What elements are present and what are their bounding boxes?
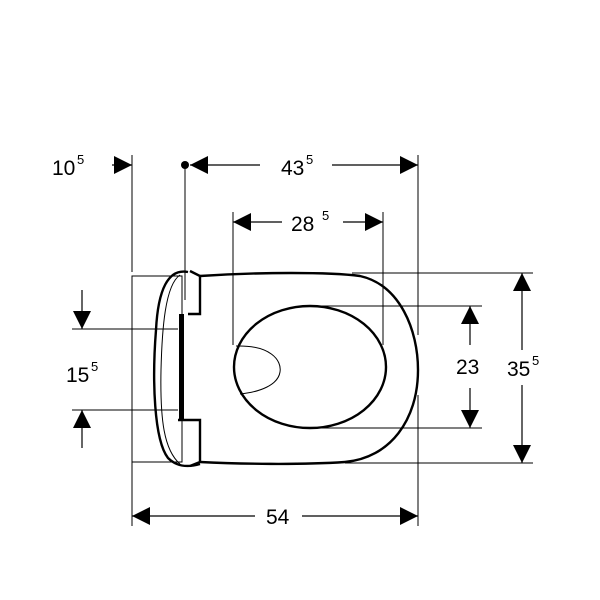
dimension-label-opening-length: 28 5 — [291, 208, 329, 236]
dimension-label-opening-width: 23 — [456, 356, 479, 379]
svg-text:28: 28 — [291, 213, 314, 236]
dimension-arrows — [73, 156, 531, 525]
bowl-opening — [232, 304, 388, 430]
svg-text:5: 5 — [77, 152, 84, 167]
svg-text:5: 5 — [306, 152, 313, 167]
water-spot — [235, 345, 281, 395]
dimension-label-seat-length: 43 5 — [281, 152, 313, 180]
svg-text:35: 35 — [507, 358, 530, 381]
seat-hinge — [179, 314, 184, 420]
dimension-label-fixing-spacing: 15 5 — [66, 359, 98, 387]
svg-text:15: 15 — [66, 364, 89, 387]
dimension-label-total-width: 35 5 — [507, 353, 539, 381]
svg-text:5: 5 — [532, 353, 539, 368]
dimension-label-offset-left: 10 5 — [52, 152, 84, 180]
svg-text:10: 10 — [52, 157, 75, 180]
toilet-outline — [131, 269, 420, 468]
svg-text:5: 5 — [322, 208, 329, 223]
dimension-label-total-depth: 54 — [266, 506, 290, 529]
svg-text:43: 43 — [281, 157, 304, 180]
svg-text:5: 5 — [91, 359, 98, 374]
reference-point — [181, 161, 189, 169]
extension-lines — [72, 155, 533, 526]
svg-text:54: 54 — [266, 506, 290, 529]
svg-text:23: 23 — [456, 356, 479, 379]
